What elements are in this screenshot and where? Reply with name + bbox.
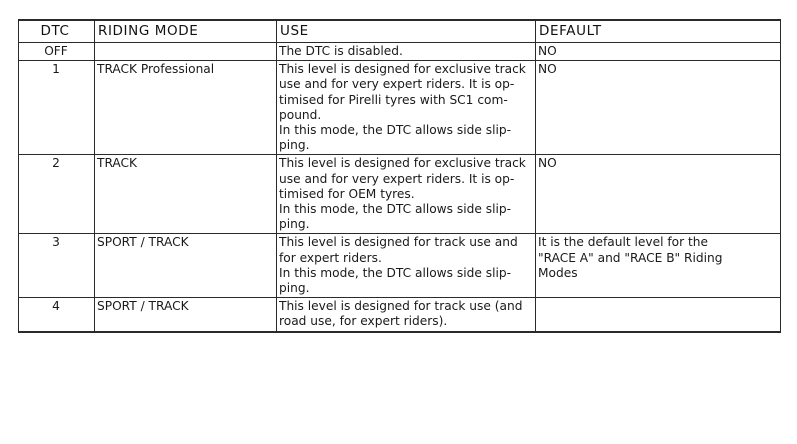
default-line: NO <box>538 156 557 171</box>
use-line: timised for Pirelli tyres with SC1 com- <box>279 92 508 107</box>
cell-use: This level is designed for track use and… <box>276 233 536 299</box>
cell-use: This level is designed for track use (an… <box>276 297 536 333</box>
cell-riding-mode: TRACK Professional <box>94 60 277 156</box>
use-line: road use, for expert riders). <box>279 314 448 329</box>
cell-dtc: 1 <box>18 60 95 156</box>
cell-dtc: 2 <box>18 154 95 235</box>
cell-default <box>535 297 781 333</box>
cell-riding-mode: SPORT / TRACK <box>94 297 277 333</box>
use-line: In this mode, the DTC allows side slip- <box>279 202 511 217</box>
cell-default: NO <box>535 60 781 156</box>
use-line: The DTC is disabled. <box>279 44 403 58</box>
default-line: It is the default level for the <box>538 235 708 250</box>
use-line: This level is designed for track use (an… <box>279 299 523 314</box>
cell-riding-mode: TRACK <box>94 154 277 235</box>
default-line: NO <box>538 44 557 58</box>
cell-use: The DTC is disabled. <box>276 41 536 62</box>
header-default: DEFAULT <box>535 19 781 43</box>
use-line: In this mode, the DTC allows side slip- <box>279 123 511 138</box>
table-header-row: DTC RIDING MODE USE DEFAULT <box>18 19 781 43</box>
use-line: This level is designed for exclusive tra… <box>279 62 526 77</box>
header-riding-mode: RIDING MODE <box>94 19 277 43</box>
use-line: timised for OEM tyres. <box>279 186 415 201</box>
cell-riding-mode <box>94 41 277 62</box>
use-line: In this mode, the DTC allows side slip- <box>279 265 511 280</box>
use-line: pound. <box>279 107 322 122</box>
cell-use: This level is designed for exclusive tra… <box>276 154 536 235</box>
use-line: ping. <box>279 281 310 296</box>
header-use: USE <box>276 19 536 43</box>
cell-dtc: 4 <box>18 297 95 333</box>
default-line: "RACE A" and "RACE B" Riding <box>538 250 723 265</box>
cell-use: This level is designed for exclusive tra… <box>276 60 536 156</box>
cell-riding-mode: SPORT / TRACK <box>94 233 277 299</box>
use-line: for expert riders. <box>279 250 382 265</box>
cell-default: It is the default level for the "RACE A"… <box>535 233 781 299</box>
use-line: This level is designed for exclusive tra… <box>279 156 526 171</box>
cell-default: NO <box>535 41 781 62</box>
header-dtc: DTC <box>18 19 95 43</box>
use-line: This level is designed for track use and <box>279 235 518 250</box>
cell-default: NO <box>535 154 781 235</box>
table-row: 4 SPORT / TRACK This level is designed f… <box>18 297 781 333</box>
default-line: NO <box>538 62 557 77</box>
table-row: 3 SPORT / TRACK This level is designed f… <box>18 233 781 299</box>
use-line: use and for very expert riders. It is op… <box>279 171 515 186</box>
cell-dtc: 3 <box>18 233 95 299</box>
use-line: ping. <box>279 138 310 153</box>
cell-dtc: OFF <box>18 41 95 62</box>
table-row: OFF The DTC is disabled. NO <box>18 41 781 62</box>
dtc-table: DTC RIDING MODE USE DEFAULT OFF The DTC … <box>18 19 781 333</box>
table-row: 1 TRACK Professional This level is desig… <box>18 60 781 156</box>
use-line: use and for very expert riders. It is op… <box>279 77 515 92</box>
table-row: 2 TRACK This level is designed for exclu… <box>18 154 781 235</box>
use-line: ping. <box>279 217 310 232</box>
default-line: Modes <box>538 265 578 280</box>
